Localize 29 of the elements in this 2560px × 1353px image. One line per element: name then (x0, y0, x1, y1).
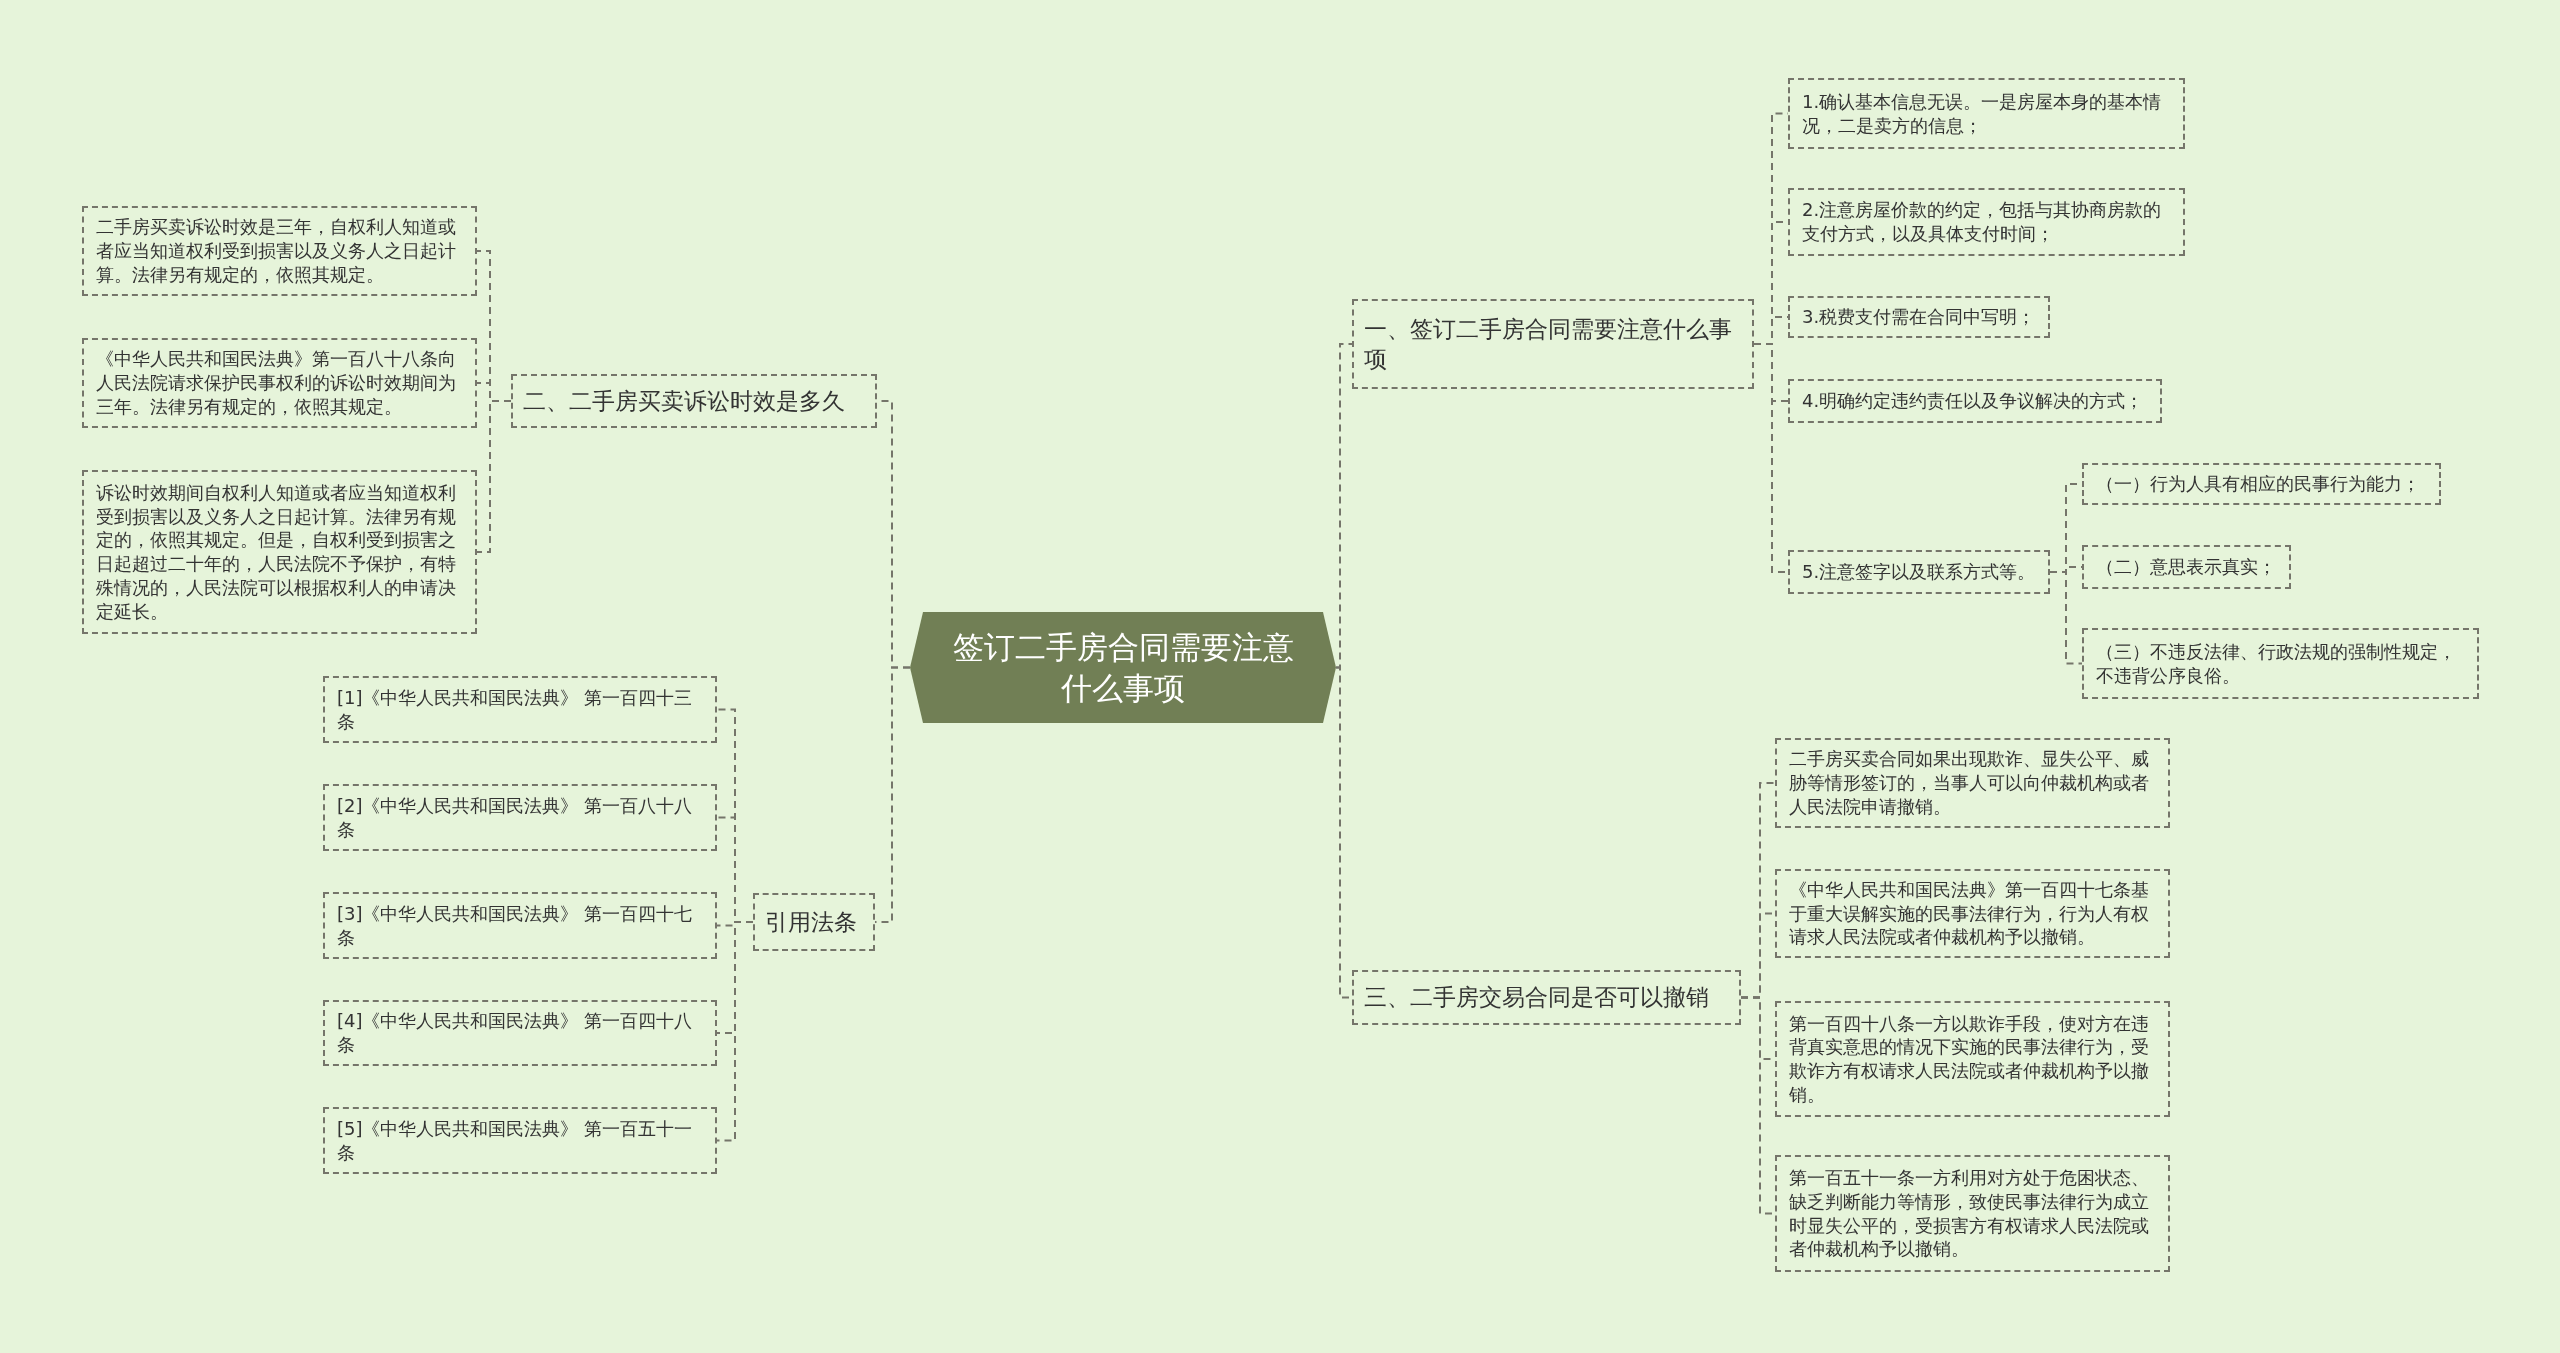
note-box: 1.确认基本信息无误。一是房屋本身的基本情况，二是卖方的信息； (1788, 78, 2185, 149)
topic-box: 一、签订二手房合同需要注意什么事项 (1352, 299, 1754, 389)
connector-line (874, 666, 911, 923)
note-box: 《中华人民共和国民法典》第一百四十七条基于重大误解实施的民事法律行为，行为人有权请求人民法院或者仲裁机构予以撤销。 (1775, 869, 2170, 958)
central-topic: 签订二手房合同需要注意什么事项 (910, 612, 1336, 723)
note-box: 二手房买卖诉讼时效是三年，自权利人知道或者应当知道权利受到损害以及义务人之日起计算。法律另有规定的，依照其规定。 (82, 206, 477, 296)
note-box: 第一百四十八条一方以欺诈手段，使对方在违背真实意思的情况下实施的民事法律行为，受欺诈方有权请求人民法院或者仲裁机构予以撤销。 (1775, 1001, 2170, 1117)
note-box: 3.税费支付需在合同中写明； (1788, 296, 2050, 338)
note-box: [1]《中华人民共和国民法典》 第一百四十三条 (323, 676, 717, 743)
note-box: 2.注意房屋价款的约定，包括与其协商房款的支付方式，以及具体支付时间； (1788, 188, 2185, 256)
note-box: [3]《中华人民共和国民法典》 第一百四十七条 (323, 892, 717, 959)
connector-line (476, 400, 512, 553)
note-box: 二手房买卖合同如果出现欺诈、显失公平、威胁等情形签订的，当事人可以向仲裁机构或者人民法院申请撤销。 (1775, 738, 2170, 828)
connector-line (2049, 571, 2083, 665)
note-box: （二）意思表示真实； (2082, 545, 2291, 589)
note-box: （一）行为人具有相应的民事行为能力； (2082, 463, 2441, 505)
note-box: 《中华人民共和国民法典》第一百八十八条向人民法院请求保护民事权利的诉讼时效期间为三年。法律另有规定的，依照其规定。 (82, 338, 477, 428)
note-box: [4]《中华人民共和国民法典》 第一百四十八条 (323, 1000, 717, 1066)
connector-line (716, 921, 754, 1142)
note-box: 5.注意签字以及联系方式等。 (1788, 550, 2050, 594)
note-box: （三）不违反法律、行政法规的强制性规定，不违背公序良俗。 (2082, 628, 2479, 699)
note-box: [5]《中华人民共和国民法典》 第一百五十一条 (323, 1107, 717, 1174)
note-box: 4.明确约定违约责任以及争议解决的方式； (1788, 379, 2162, 423)
topic-box: 二、二手房买卖诉讼时效是多久 (511, 374, 877, 428)
topic-box: 三、二手房交易合同是否可以撤销 (1352, 970, 1741, 1025)
topic-box: 引用法条 (753, 893, 875, 951)
note-box: 第一百五十一条一方利用对方处于危困状态、缺乏判断能力等情形，致使民事法律行为成立时显失公平的，受损害方有权请求人民法院或者仲裁机构予以撤销。 (1775, 1155, 2170, 1272)
note-box: 诉讼时效期间自权利人知道或者应当知道权利受到损害以及义务人之日起计算。法律另有规定的，依照其规定。但是，自权利受到损害之日起超过二十年的，人民法院不予保护，有特殊情况的，人民法院可以根据权利人的申请决定延长。 (82, 470, 477, 634)
note-box: [2]《中华人民共和国民法典》 第一百八十八条 (323, 784, 717, 851)
